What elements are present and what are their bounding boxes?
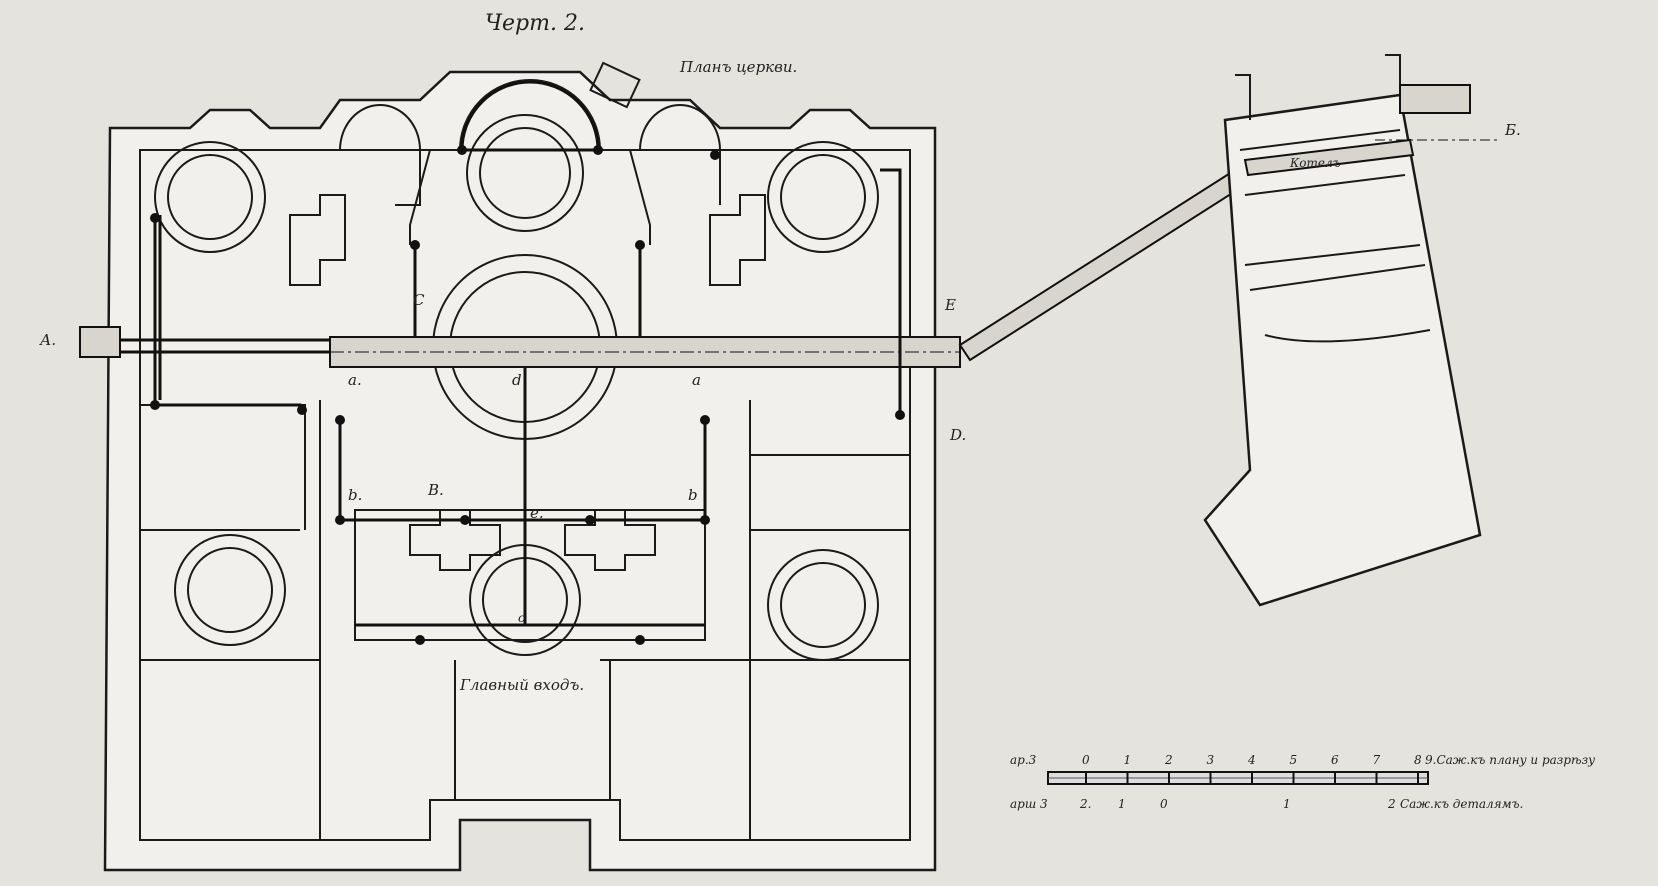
scale-bottom-tick-label: 2. xyxy=(1079,797,1091,811)
label-b-right: b xyxy=(688,486,698,504)
label-B: B. xyxy=(427,481,444,499)
label-a-left: a. xyxy=(348,371,362,389)
church-plan xyxy=(103,61,937,872)
scale-bottom-tick-label: 1 xyxy=(1283,797,1291,811)
main-entrance-label: Главный входъ. xyxy=(459,676,584,694)
scale-top-suffix: 9.Саж.къ плану и разрѣзу xyxy=(1425,753,1595,767)
label-B-right: Б. xyxy=(1504,121,1521,139)
scale-top-tick-label: 8 xyxy=(1414,753,1422,767)
label-d: d xyxy=(512,371,522,389)
scale-top-prefix: ар.3 xyxy=(1010,753,1037,767)
scale-bottom-tick-label: 0 xyxy=(1160,797,1168,811)
heating-ducts xyxy=(79,145,1247,645)
label-a-right: a xyxy=(692,371,701,389)
scale-top-tick-label: 3 xyxy=(1207,753,1215,767)
boiler-house: Котелъ xyxy=(1203,54,1500,607)
label-D: D. xyxy=(949,426,966,444)
scale-top-tick-label: 0 xyxy=(1082,753,1090,767)
drawing-number: Черт. 2. xyxy=(485,11,585,36)
label-A: А. xyxy=(39,331,56,349)
scale-top-tick-label: 6 xyxy=(1331,753,1339,767)
scale-top-tick-label: 4 xyxy=(1247,753,1256,767)
scale-top-tick-label: 2 xyxy=(1164,753,1173,767)
scale-bottom-tick-label: арш 3 xyxy=(1010,797,1048,811)
label-C: C xyxy=(413,291,425,309)
scale-top-tick-label: 5 xyxy=(1290,753,1298,767)
label-E: E xyxy=(944,296,956,314)
label-b-left: b. xyxy=(348,486,362,504)
label-e: e. xyxy=(530,504,544,522)
label-c: c xyxy=(518,611,525,625)
scale-top-tick-label: 1 xyxy=(1124,753,1132,767)
scale-top-tick-label: 7 xyxy=(1373,753,1381,767)
scale-bottom-tick-label: 1 xyxy=(1118,797,1126,811)
plan-title: Планъ церкви. xyxy=(679,58,797,76)
scale-bottom-tick-label: 2 xyxy=(1387,797,1396,811)
boiler-label: Котелъ xyxy=(1289,156,1341,170)
scale-bottom-suffix: Саж.къ деталямъ. xyxy=(1400,797,1523,811)
